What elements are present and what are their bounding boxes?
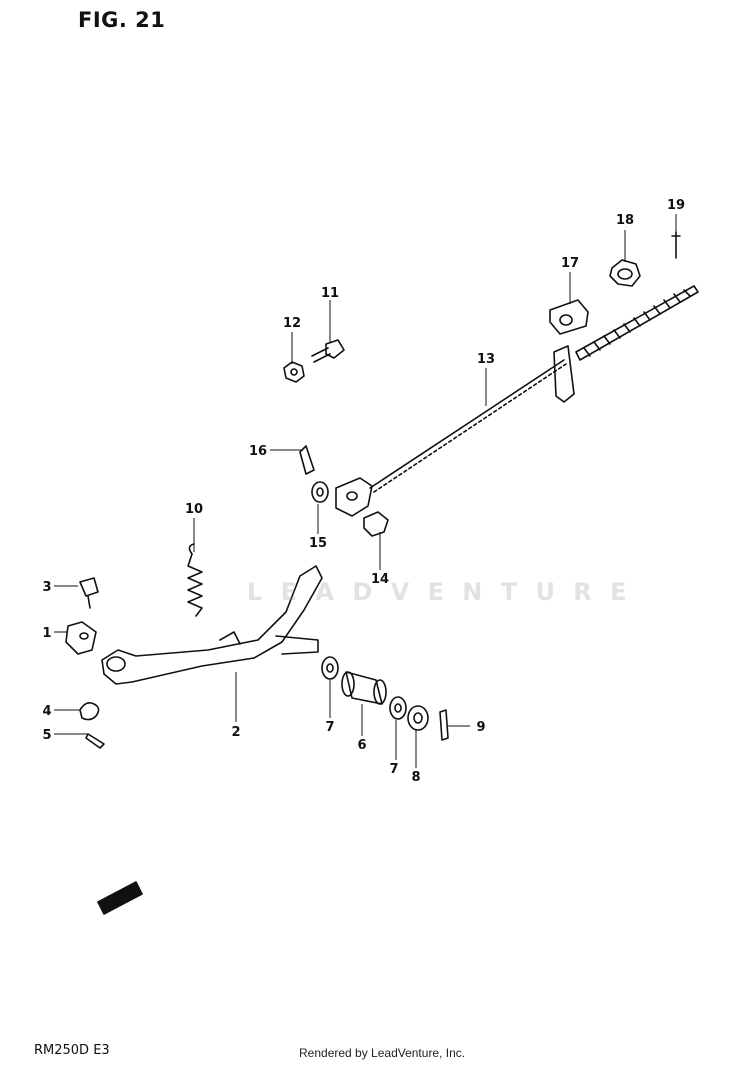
part-6-bushing — [341, 671, 387, 705]
part-13-brake-rod — [335, 285, 699, 517]
figure-title: FIG. 21 — [78, 8, 166, 32]
part-15-washer — [311, 481, 329, 503]
callout-12: 12 — [283, 316, 301, 331]
callout-1: 1 — [42, 626, 51, 641]
callout-15: 15 — [309, 536, 327, 551]
callout-19: 19 — [667, 198, 685, 213]
callout-7b: 7 — [389, 762, 398, 777]
part-17-adjuster — [549, 299, 589, 335]
callout-5: 5 — [42, 728, 51, 743]
callout-7a: 7 — [325, 720, 334, 735]
part-19-pin — [671, 231, 681, 259]
part-7-washer-a — [321, 656, 339, 680]
part-10-spring — [187, 543, 203, 617]
callout-18: 18 — [616, 213, 634, 228]
callout-14: 14 — [371, 572, 389, 587]
part-12-nut — [283, 361, 305, 383]
forward-arrow-icon — [97, 881, 143, 915]
part-3-bolt — [79, 577, 99, 609]
render-credit: Rendered by LeadVenture, Inc. — [299, 1046, 466, 1060]
callout-9: 9 — [476, 720, 485, 735]
part-8-washer — [407, 705, 429, 731]
part-2-brake-pedal — [101, 565, 323, 685]
part-9-split-pin — [439, 709, 449, 741]
model-code: RM250D E3 — [34, 1043, 110, 1058]
callout-11: 11 — [321, 286, 339, 301]
callout-16: 16 — [249, 444, 267, 459]
callout-4: 4 — [42, 704, 51, 719]
part-7-washer-b — [389, 696, 407, 720]
callout-3: 3 — [42, 580, 51, 595]
watermark-logo: L E A D V E N T U R E — [247, 578, 632, 606]
part-14-clevis-pin — [363, 511, 389, 537]
part-4-spring — [79, 702, 100, 721]
callout-8: 8 — [411, 770, 420, 785]
callout-17: 17 — [561, 256, 579, 271]
callout-6: 6 — [357, 738, 366, 753]
callout-2: 2 — [231, 725, 240, 740]
callout-10: 10 — [185, 502, 203, 517]
part-5-cotter-pin — [85, 733, 105, 749]
part-16-cotter-pin — [299, 445, 315, 475]
callout-13: 13 — [477, 352, 495, 367]
part-1-bracket — [65, 621, 97, 655]
part-11-bolt — [311, 339, 345, 363]
part-18-nut — [609, 259, 641, 287]
